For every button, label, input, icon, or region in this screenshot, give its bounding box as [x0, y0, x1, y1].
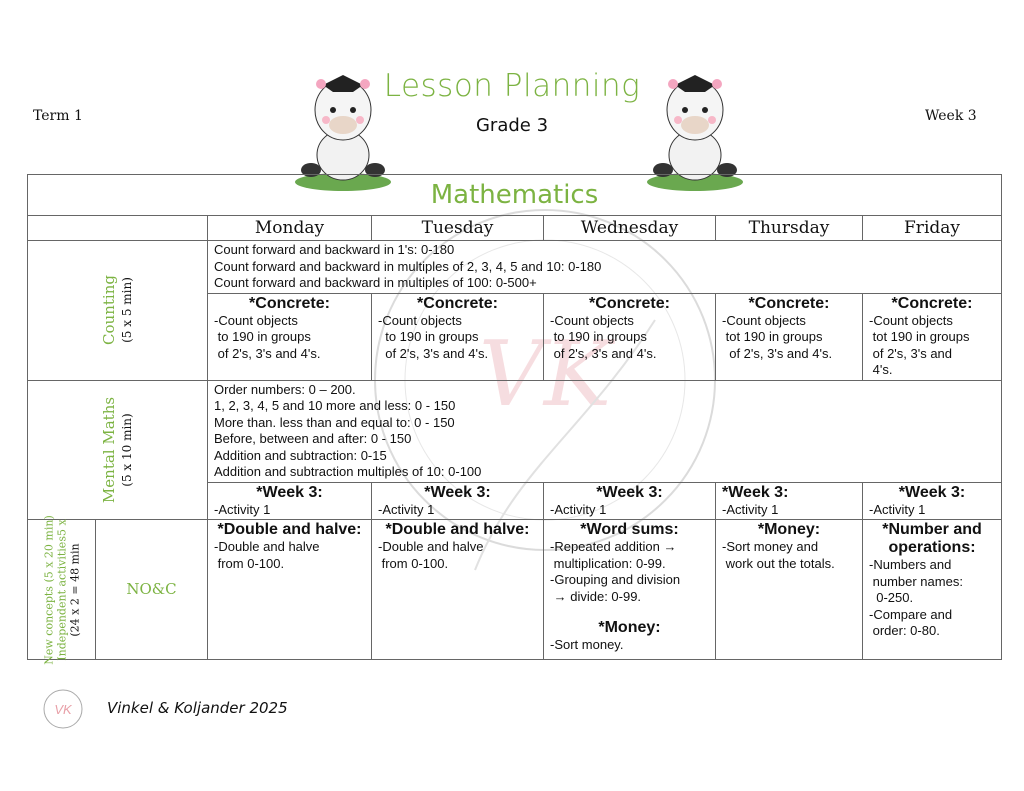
counting-tuesday: *Concrete:-Count objects to 190 in group… [371, 292, 544, 381]
cell-line: tot 190 in groups [722, 329, 823, 344]
cell-line: -Count objects [869, 312, 953, 328]
mental-monday: *Week 3:-Activity 1 [207, 481, 372, 520]
counting-friday: *Concrete:-Count objects tot 190 in grou… [861, 292, 1003, 381]
term-label: Term 1 [33, 108, 83, 124]
noc-area-label: NO&C [95, 519, 208, 660]
cell-heading: *Concrete: [249, 294, 330, 312]
cell-line: -Count objects [214, 312, 298, 328]
cell-line: to 190 in groups [214, 329, 311, 344]
cell-line: -Activity 1 [550, 501, 607, 517]
cell-heading: *Week 3: [898, 483, 966, 501]
counting-wednesday: *Concrete:-Count objects to 190 in group… [543, 292, 716, 381]
day-tuesday: Tuesday [371, 215, 544, 241]
day-wednesday: Wednesday [543, 215, 716, 241]
new-concepts-label: New concepts (5 x 20 min) Independent ac… [27, 515, 96, 664]
counting-thursday: *Concrete:-Count objects tot 190 in grou… [715, 292, 863, 381]
cell-line: of 2's, 3's and 4's. [722, 345, 833, 361]
cell-heading: *Concrete: [417, 294, 498, 312]
counting-overview-row: Counting(5 x 5 min) Count forward and ba… [27, 240, 1003, 381]
cell-line: of 2's, 3's and 4's. [214, 345, 321, 361]
day-friday: Friday [861, 215, 1003, 241]
noc-friday: *Number and operations:-Numbers and numb… [861, 519, 1003, 660]
counting-monday: *Concrete:-Count objects to 190 in group… [207, 292, 372, 381]
cell-line: 4's. [869, 362, 893, 377]
cell-heading: *Week 3: [722, 483, 789, 501]
cell-heading: *Concrete: [589, 294, 670, 312]
footer-credit: Vinkel & Koljander 2025 [107, 699, 288, 717]
subject-row: Mathematics [26, 174, 1003, 216]
cell-line: to 190 in groups [378, 329, 479, 344]
grade-label: Grade 3 [475, 115, 549, 136]
blank-cell [27, 215, 208, 241]
day-monday: Monday [207, 215, 372, 241]
cell-line: -Count objects [378, 312, 462, 328]
cell-heading: *Week 3: [424, 483, 491, 501]
lesson-plan-table: Mathematics Monday Tuesday Wednesday Thu… [26, 174, 1003, 664]
mental-thursday: *Week 3:-Activity 1 [715, 481, 863, 520]
cell-line: tot 190 in groups [869, 329, 970, 344]
counting-overview: Count forward and backward in 1's: 0-180… [206, 240, 1003, 294]
noc-monday: *Double and halve:-Double and halve from… [207, 519, 372, 660]
mental-overview: Order numbers: 0 – 200.1, 2, 3, 4, 5 and… [206, 379, 1003, 483]
days-row: Monday Tuesday Wednesday Thursday Friday [27, 215, 1003, 241]
page-title: Lesson Planning [383, 68, 641, 104]
cell-line: -Count objects [550, 312, 634, 328]
logo: VK [43, 689, 83, 729]
mental-maths-label: Mental Maths(5 x 10 min) [27, 379, 208, 520]
noc-row: New concepts (5 x 20 min) Independent ac… [27, 515, 1003, 664]
cell-line: of 2's, 3's and 4's. [550, 345, 657, 361]
subject-title: Mathematics [26, 174, 1003, 216]
noc-tuesday: *Double and halve:-Double and halve from… [371, 519, 544, 660]
mental-overview-row: Mental Maths(5 x 10 min) Order numbers: … [27, 379, 1003, 520]
cell-line: -Activity 1 [378, 501, 435, 517]
cell-line: of 2's, 3's and [869, 345, 953, 361]
cell-line: to 190 in groups [550, 329, 647, 344]
cell-line: -Activity 1 [722, 501, 779, 517]
noc-wednesday: *Word sums:-Repeated addition → multipli… [543, 519, 716, 660]
mental-daily-row: *Week 3:-Activity 1*Week 3:-Activity 1*W… [28, 481, 1003, 520]
cell-heading: *Week 3: [596, 483, 663, 501]
counting-label: Counting(5 x 5 min) [27, 240, 208, 381]
mental-wednesday: *Week 3:-Activity 1 [543, 481, 716, 520]
week-label: Week 3 [925, 108, 977, 124]
svg-text:VK: VK [54, 702, 73, 717]
noc-thursday: *Money:-Sort money and work out the tota… [715, 519, 863, 660]
cell-line: of 2's, 3's and 4's. [378, 345, 489, 361]
mental-friday: *Week 3:-Activity 1 [861, 481, 1003, 520]
cell-heading: *Concrete: [891, 294, 973, 312]
cell-line: -Activity 1 [214, 501, 271, 517]
cell-line: -Activity 1 [869, 501, 926, 517]
cell-heading: *Concrete: [748, 294, 830, 312]
day-thursday: Thursday [715, 215, 863, 241]
cell-heading: *Week 3: [256, 483, 323, 501]
mental-tuesday: *Week 3:-Activity 1 [371, 481, 544, 520]
counting-daily-row: *Concrete:-Count objects to 190 in group… [28, 292, 1003, 381]
cell-line: -Count objects [722, 312, 806, 328]
